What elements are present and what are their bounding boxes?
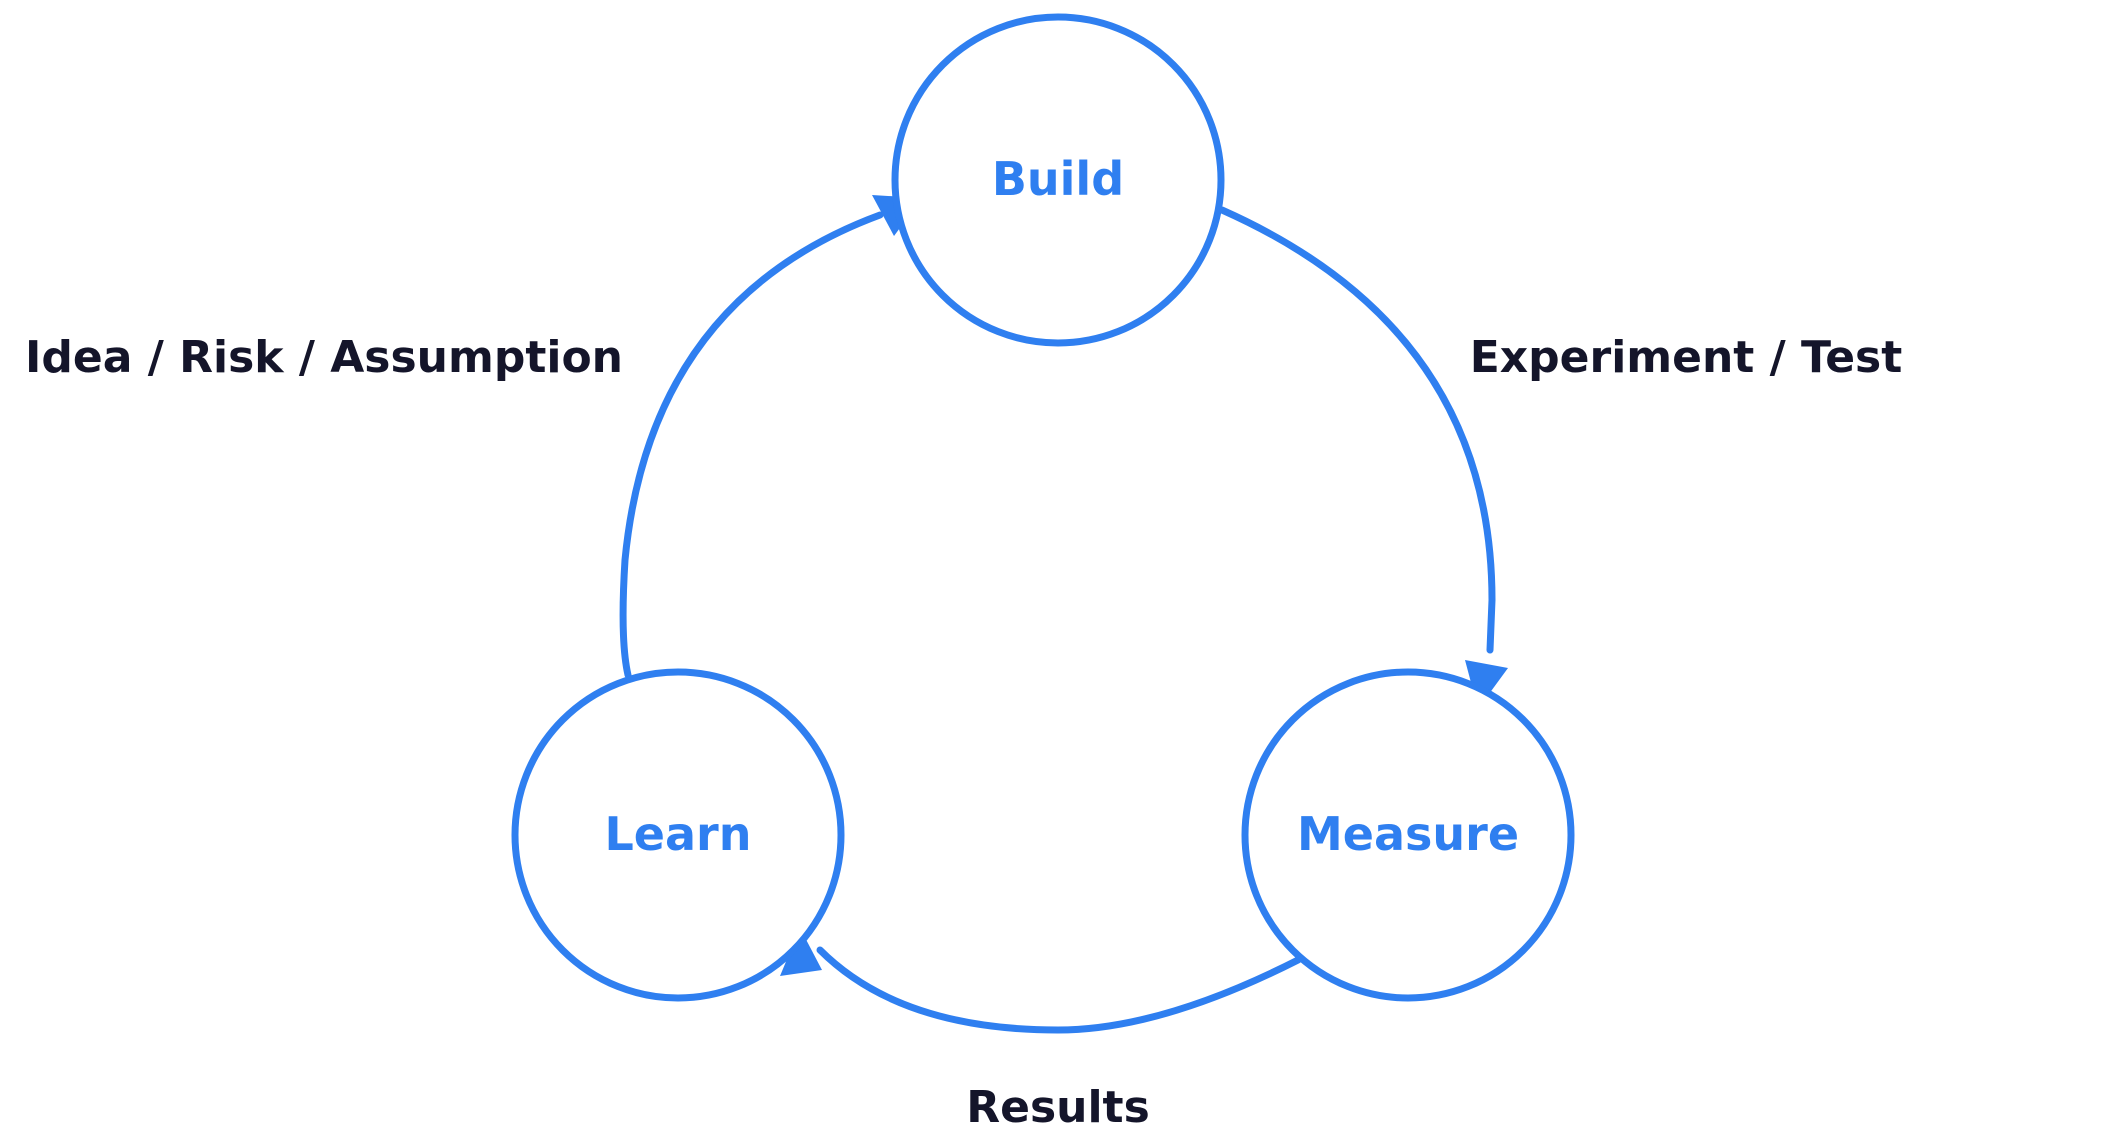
arrowhead-into-learn [780,928,822,976]
node-learn-label: Learn [605,807,752,861]
edge-learn-to-build [619,211,884,679]
node-measure [1241,668,1575,1002]
edge-label-idea-risk-assumption: Idea / Risk / Assumption [25,332,623,383]
edge-label-experiment-test: Experiment / Test [1470,332,1903,383]
node-build-label: Build [992,152,1124,206]
edge-measure-to-learn [816,946,1302,1034]
node-measure-label: Measure [1297,807,1519,861]
edge-build-to-measure [1218,206,1496,654]
node-build [891,13,1225,347]
edge-label-results: Results [966,1082,1150,1133]
node-learn [511,668,845,1002]
